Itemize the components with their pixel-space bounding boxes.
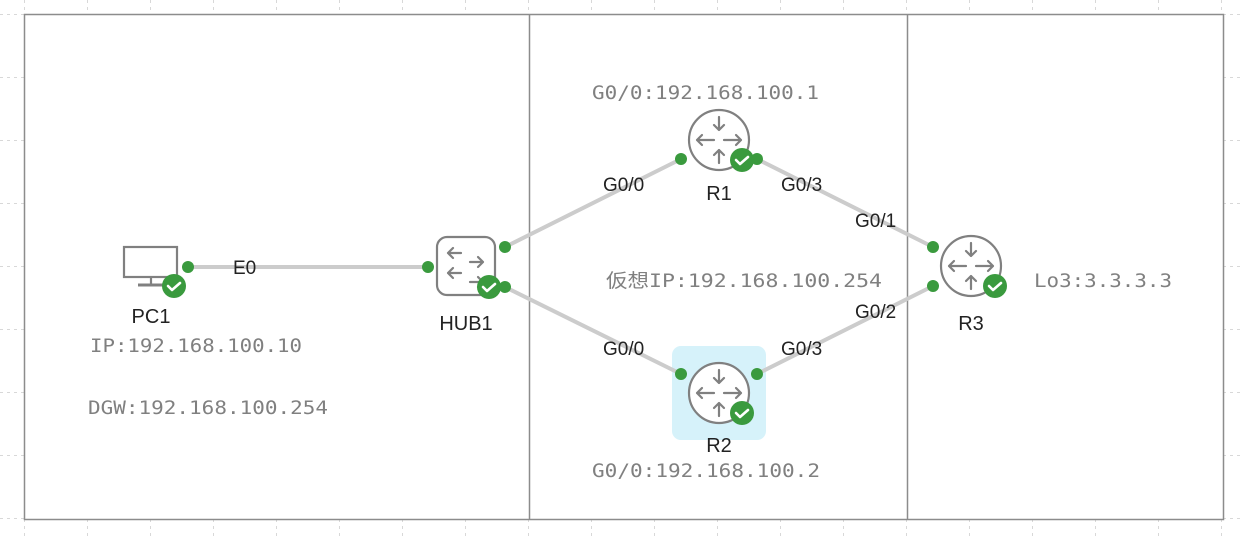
link-hub1-r2[interactable] bbox=[503, 285, 683, 376]
port-dot-r3-g01[interactable] bbox=[927, 241, 939, 253]
port-label-r3-g02: G0/2 bbox=[855, 302, 896, 323]
port-label-r2-g03: G0/3 bbox=[781, 339, 822, 360]
link-r1-r3[interactable] bbox=[755, 157, 935, 249]
note-pc1-ip[interactable]: IP:192.168.100.10 bbox=[90, 335, 302, 357]
status-ok-icon bbox=[730, 401, 754, 425]
node-pc1[interactable]: PC1 bbox=[122, 245, 186, 328]
port-dot-hub1-r2[interactable] bbox=[499, 281, 511, 293]
status-ok-icon bbox=[477, 275, 501, 299]
note-r1-ip[interactable]: G0/0:192.168.100.1 bbox=[592, 82, 819, 104]
port-label-r1-g00: G0/0 bbox=[603, 175, 644, 196]
note-r3-loopback[interactable]: Lo3:3.3.3.3 bbox=[1034, 270, 1172, 292]
node-r1[interactable]: R1 bbox=[687, 108, 754, 205]
port-dots bbox=[182, 153, 939, 380]
node-label-hub1: HUB1 bbox=[439, 313, 492, 335]
status-ok-icon bbox=[162, 274, 186, 298]
port-dot-r1-g03[interactable] bbox=[751, 153, 763, 165]
node-r3[interactable]: R3 bbox=[939, 234, 1007, 335]
node-label-r2: R2 bbox=[706, 435, 732, 457]
port-dot-hub1-pc1[interactable] bbox=[422, 261, 434, 273]
port-dot-r2-g03[interactable] bbox=[751, 368, 763, 380]
port-label-pc1-e0: E0 bbox=[233, 258, 256, 279]
node-label-pc1: PC1 bbox=[132, 306, 171, 328]
links bbox=[186, 157, 935, 376]
port-dot-hub1-r1[interactable] bbox=[499, 241, 511, 253]
port-label-r3-g01: G0/1 bbox=[855, 211, 896, 232]
note-r2-ip[interactable]: G0/0:192.168.100.2 bbox=[592, 460, 820, 482]
link-r2-r3[interactable] bbox=[755, 284, 935, 376]
note-pc1-dgw[interactable]: DGW:192.168.100.254 bbox=[88, 397, 328, 419]
port-dot-r3-g02[interactable] bbox=[927, 280, 939, 292]
status-ok-icon bbox=[730, 148, 754, 172]
port-dot-r1-g00[interactable] bbox=[675, 153, 687, 165]
port-label-r2-g00: G0/0 bbox=[603, 339, 644, 360]
port-labels: E0 G0/0 G0/3 G0/0 G0/3 G0/1 G0/2 bbox=[233, 175, 896, 360]
note-virtual-ip[interactable]: 仮想IP:192.168.100.254 bbox=[606, 270, 882, 292]
node-label-r3: R3 bbox=[958, 313, 984, 335]
port-label-r1-g03: G0/3 bbox=[781, 175, 822, 196]
port-dot-pc1-e0[interactable] bbox=[182, 261, 194, 273]
status-ok-icon bbox=[983, 274, 1007, 298]
node-hub1[interactable]: HUB1 bbox=[435, 235, 501, 335]
node-label-r1: R1 bbox=[706, 183, 732, 205]
pc-icon bbox=[122, 245, 179, 287]
port-dot-r2-g00[interactable] bbox=[675, 368, 687, 380]
zone-outer-border bbox=[23, 13, 1225, 521]
link-hub1-r1[interactable] bbox=[503, 157, 683, 249]
annotations: G0/0:192.168.100.1 仮想IP:192.168.100.254 … bbox=[88, 82, 1172, 482]
node-r2[interactable]: R2 bbox=[687, 361, 754, 457]
zones bbox=[23, 13, 1225, 521]
